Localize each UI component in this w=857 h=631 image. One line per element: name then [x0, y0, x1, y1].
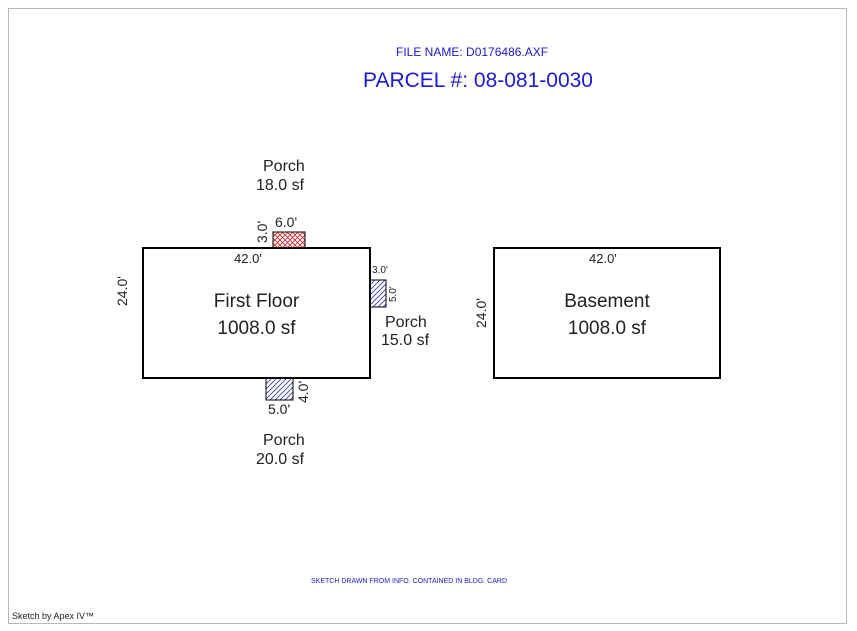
basement-name: Basement	[564, 291, 650, 312]
porch-bottom-shape	[265, 377, 294, 401]
parcel-value: 08-081-0030	[473, 69, 593, 92]
first-floor-width-dim: 42.0'	[234, 251, 262, 266]
first-floor-area: 1008.0 sf	[217, 318, 296, 339]
porch-bottom-depth-dim: 4.0'	[295, 380, 311, 403]
file-name-label: FILE NAME:	[396, 45, 463, 59]
first-floor-name: First Floor	[213, 291, 300, 312]
porch-top-depth-dim: 3.0'	[254, 220, 270, 243]
file-name-value: D0176486.AXF	[466, 45, 549, 59]
porch-bottom-name: Porch	[263, 432, 305, 449]
porch-right-width-dim: 3.0'	[372, 265, 388, 276]
porch-top-width-dim: 6.0'	[275, 214, 298, 230]
first-floor-outline	[142, 247, 371, 379]
basement-depth-dim: 24.0'	[473, 298, 489, 328]
sketch-note: SKETCH DRAWN FROM INFO. CONTAINED IN BLD…	[311, 578, 508, 585]
file-name-line: FILE NAME: D0176486.AXF	[396, 45, 548, 59]
porch-right-depth-dim: 5.0'	[388, 286, 399, 302]
first-floor-depth-dim: 24.0'	[114, 276, 130, 306]
porch-top-area: 18.0 sf	[256, 177, 305, 194]
basement-outline	[493, 247, 721, 379]
porch-top-shape	[272, 231, 306, 249]
sketch-frame	[8, 8, 847, 624]
porch-bottom-width-dim: 5.0'	[268, 401, 291, 417]
porch-top-name: Porch	[263, 158, 305, 175]
parcel-line: PARCEL #: 08-081-0030	[363, 69, 593, 93]
porch-right-name: Porch	[385, 314, 427, 331]
porch-right-shape	[369, 279, 387, 308]
parcel-label: PARCEL #:	[363, 69, 469, 92]
basement-width-dim: 42.0'	[589, 251, 617, 266]
porch-right-area: 15.0 sf	[381, 332, 430, 349]
apex-credit: Sketch by Apex IV™	[12, 611, 95, 621]
basement-area: 1008.0 sf	[567, 318, 647, 339]
porch-bottom-area: 20.0 sf	[256, 451, 305, 468]
